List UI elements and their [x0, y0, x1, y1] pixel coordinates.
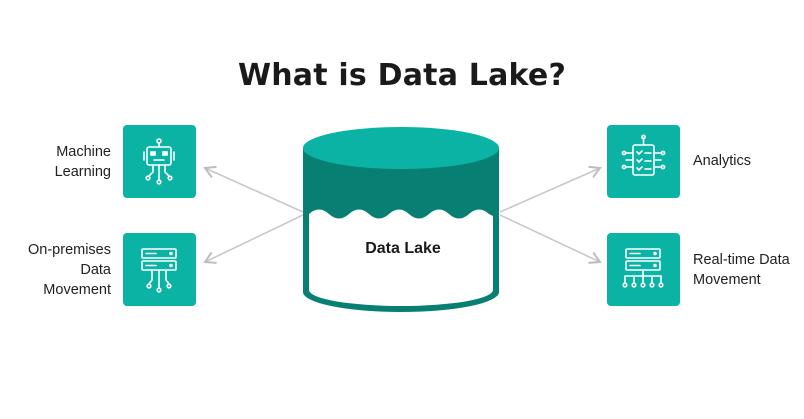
arrow-to-realtime	[499, 214, 602, 264]
report-chip-icon	[621, 134, 666, 176]
on-premises-label: On-premises Data Movement	[28, 240, 111, 300]
machine-learning-line1: Machine	[56, 144, 111, 160]
arrow-to-analytics	[499, 165, 602, 213]
realtime-label: Real-time Data Movement	[693, 250, 790, 290]
data-lake-cylinder	[303, 127, 499, 312]
server-icon	[141, 248, 177, 293]
machine-learning-label: Machine Learning	[55, 142, 111, 182]
tile-machine-learning	[123, 125, 196, 198]
arrow-to-machine-learning	[203, 165, 304, 213]
water-waves	[309, 209, 493, 306]
server-network-icon	[622, 248, 664, 288]
data-lake-label: Data Lake	[365, 240, 441, 257]
on-premises-line3: Movement	[43, 282, 111, 298]
realtime-line2: Movement	[693, 272, 761, 288]
page-title: What is Data Lake?	[237, 58, 567, 93]
analytics-label: Analytics	[693, 151, 751, 171]
machine-learning-line2: Learning	[54, 164, 111, 180]
realtime-line1: Real-time Data	[693, 252, 790, 268]
tile-analytics	[607, 125, 680, 198]
arrow-to-on-premises	[203, 214, 304, 264]
robot-icon	[143, 138, 175, 185]
on-premises-line1: On-premises	[28, 242, 111, 258]
analytics-line1: Analytics	[693, 153, 752, 169]
cylinder-top	[303, 127, 499, 169]
on-premises-line2: Data	[80, 262, 111, 278]
